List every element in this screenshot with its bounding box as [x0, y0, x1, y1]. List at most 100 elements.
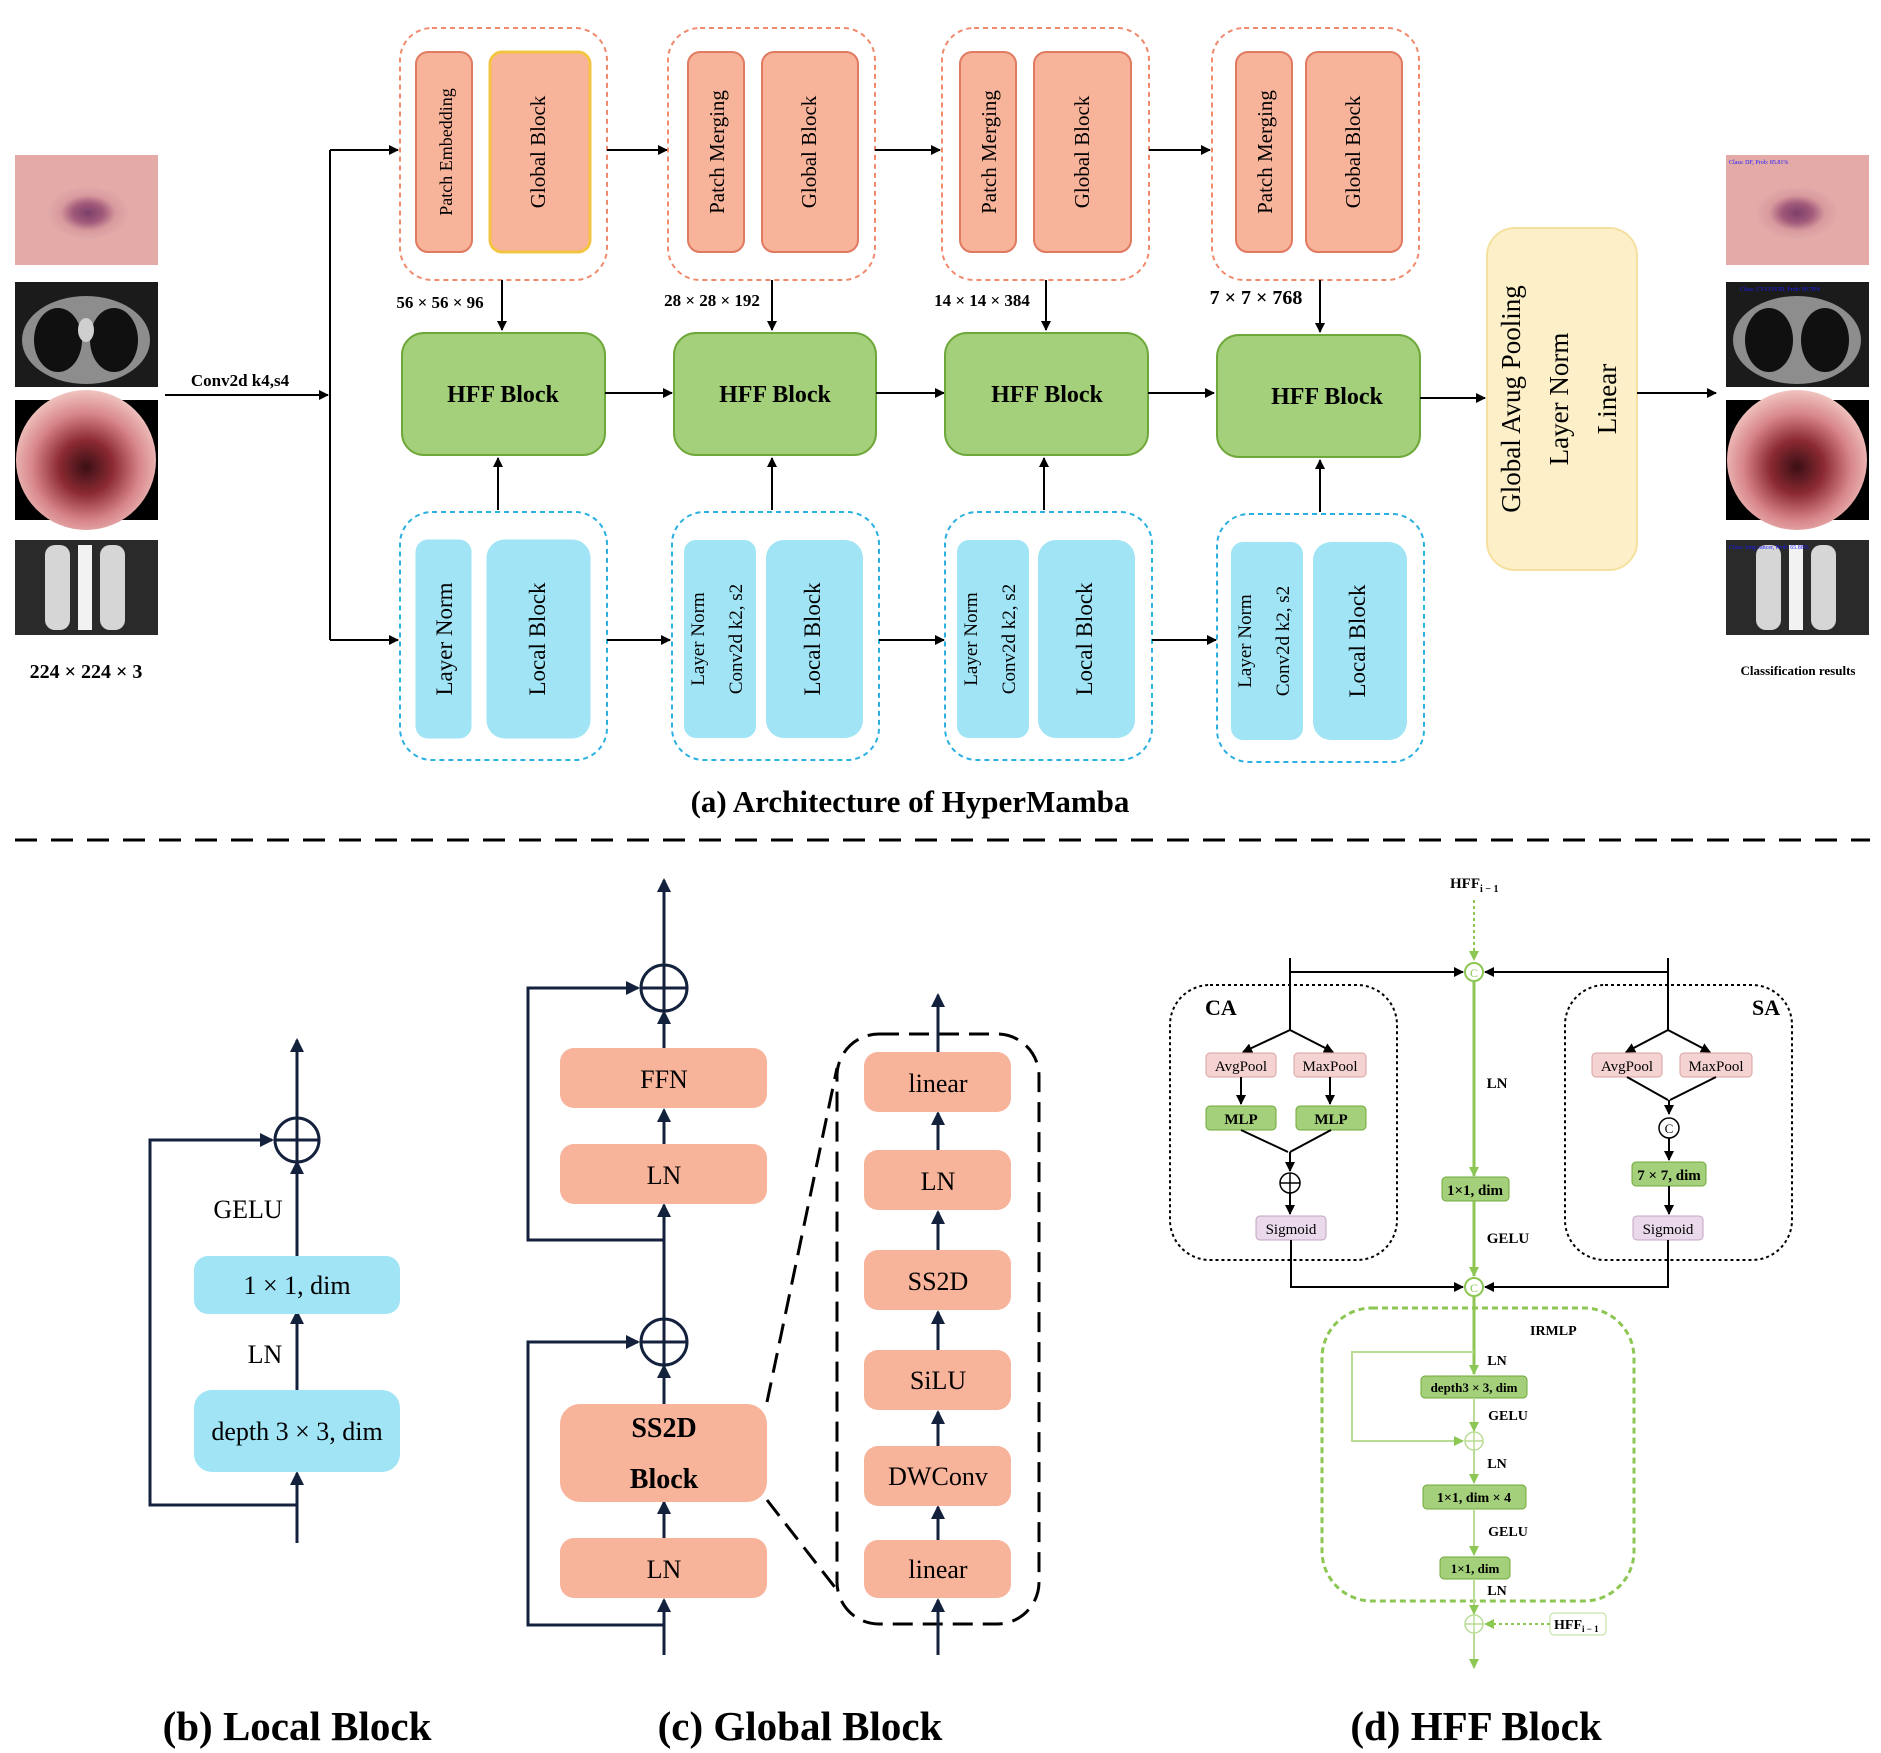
d-irmlp-gelu-2: GELU [1488, 1525, 1528, 1540]
d-hff-prev-top-main: HFF [1450, 876, 1480, 892]
d-ca-mlp-2-label: MLP [1314, 1112, 1347, 1128]
d-hff-prev-top: HFFi − 1 [1450, 876, 1498, 895]
b-gelu-label: GELU [213, 1195, 283, 1224]
c-zoom-line-bottom [765, 1499, 839, 1591]
part-d-caption: (d) HFF Block [1350, 1703, 1602, 1749]
b-conv1x1-label: 1 × 1, dim [243, 1271, 350, 1300]
stage-3-hff-label: HFF Block [991, 382, 1103, 408]
d-ca-merge-left [1240, 1129, 1289, 1153]
result-image-endoscopy [1726, 390, 1869, 530]
d-ca-merge-right [1289, 1129, 1332, 1153]
stage-2-local-label: Local Block [800, 582, 825, 696]
stage-4-local-block [1313, 542, 1407, 740]
d-hff-prev-bottom: HFFi − 1 [1554, 1618, 1599, 1634]
d-ca-mlp-1-label: MLP [1224, 1112, 1257, 1128]
d-sa-concat-label: C [1665, 1121, 1674, 1136]
input-image-xray [15, 540, 158, 635]
stage-3-norm-conv [957, 540, 1029, 738]
c-detail-label-3: SS2D [908, 1267, 969, 1296]
stage-2: Patch Merging Global Block 28 × 28 × 192… [664, 27, 880, 761]
stage-2-global-label: Global Block [797, 95, 821, 208]
results-caption: Classification results [1741, 663, 1856, 678]
d-ca-split-right [1289, 1029, 1334, 1053]
d-sa-split-left [1625, 1029, 1669, 1053]
input-image-ct-chest [15, 282, 158, 387]
input-image-skin [15, 155, 158, 265]
c-detail-label-6: linear [908, 1555, 968, 1584]
c-detail-ss2d [864, 1250, 1011, 1310]
d-right-to-concat [1484, 958, 1669, 977]
c-ln-bottom-box [560, 1538, 767, 1598]
b-residual-path [148, 1133, 297, 1507]
stage-3-local-label: Local Block [1072, 582, 1097, 696]
result-image-xray: Class: lung cancer, Prob: 65.88% [1726, 540, 1869, 635]
d-irmlp-label: IRMLP [1530, 1324, 1577, 1339]
classification-head [1486, 227, 1638, 571]
result-tag-2: Class: CT-COVID, Prob: 90.78% [1740, 287, 1820, 293]
c-ln-top-label: LN [647, 1161, 682, 1190]
c-detail-label-1: linear [908, 1069, 968, 1098]
stage-4-patch-merging [1235, 51, 1293, 253]
c-detail-linear-bottom [864, 1540, 1011, 1598]
head-linear-label: Linear [1592, 364, 1622, 434]
stage-1-hff-label: HFF Block [447, 382, 559, 408]
stage-1-layer-norm [415, 539, 472, 739]
stage-4-local-container [1216, 513, 1425, 763]
c-ln-bottom-label: LN [647, 1555, 682, 1584]
d-ca-avgpool-label: AvgPool [1215, 1059, 1267, 1075]
part-a-caption: (a) Architecture of HyperMamba [691, 784, 1130, 819]
stage-4: Patch Merging Global Block 7 × 7 × 768 H… [1210, 27, 1425, 763]
d-center-gelu-label: GELU [1487, 1231, 1530, 1247]
c-ss2d-label-2: Block [630, 1464, 699, 1495]
stage-2-dims: 28 × 28 × 192 [664, 291, 760, 310]
stage-2-hff-label: HFF Block [719, 382, 831, 408]
d-sa-maxpool-label: MaxPool [1688, 1059, 1743, 1075]
d-sa-label: SA [1752, 995, 1780, 1020]
result-tag-4: Class: lung cancer, Prob: 65.88% [1729, 545, 1809, 551]
d-sa-sigmoid-label: Sigmoid [1643, 1222, 1694, 1238]
d-irmlp-ln-2: LN [1487, 1457, 1506, 1472]
d-concat-bottom-label: C [1470, 1281, 1478, 1295]
result-image-ct-chest: Class: CT-COVID, Prob: 90.78% [1726, 282, 1869, 387]
d-ca-maxpool-label: MaxPool [1302, 1059, 1357, 1075]
c-detail-ln [864, 1150, 1011, 1210]
b-dwconv-label: depth 3 × 3, dim [211, 1417, 382, 1446]
stage-3-local-block [1038, 540, 1135, 738]
stage-4-hff-block [1216, 334, 1421, 458]
stage-4-norm-conv [1231, 542, 1303, 740]
b-ln-label: LN [248, 1340, 283, 1369]
d-left-to-concat [1289, 958, 1464, 977]
architecture-panel: 224 × 224 × 3 Conv2d k4,s4 Patch Embeddi… [15, 27, 1869, 819]
stage-4-local-a2-label: Conv2d k2, s2 [1273, 586, 1294, 696]
d-ca-sigmoid-label: Sigmoid [1266, 1222, 1317, 1238]
b-conv1x1-box [194, 1256, 400, 1314]
stage-2-local-block [766, 540, 863, 738]
d-irmlp-dwconv-label: depth3 × 3, dim [1431, 1380, 1518, 1395]
c-residual-1 [526, 1335, 664, 1627]
c-zoom-line-top [765, 1067, 839, 1403]
stage-2-local-a2-label: Conv2d k2, s2 [726, 584, 747, 694]
stage-2-global-block [761, 51, 859, 253]
d-sa-merge-left [1626, 1076, 1669, 1101]
d-sa-merge-right [1669, 1076, 1717, 1101]
c-ffn-label: FFN [640, 1065, 688, 1094]
stage-2-local-container [671, 511, 880, 761]
stage-2-patch-merging [687, 51, 745, 253]
head-layernorm-label: Layer Norm [1544, 333, 1574, 466]
d-sa-container [1564, 984, 1793, 1261]
stage-1: Patch Embedding Global Block 56 × 56 × 9… [396, 27, 608, 761]
stage-1-global-block [488, 50, 592, 254]
c-ln-top-box [560, 1144, 767, 1204]
stage-2-merge-label: Patch Merging [705, 90, 729, 214]
stage-4-hff-label: HFF Block [1271, 384, 1383, 410]
d-concat-top-label: C [1470, 966, 1478, 980]
part-b-caption: (b) Local Block [163, 1703, 432, 1749]
c-detail-dwconv [864, 1446, 1011, 1506]
d-hff-prev-bottom-sub: i − 1 [1582, 1624, 1599, 1634]
stage-4-global-block [1305, 51, 1403, 253]
conv-stem-label: Conv2d k4,s4 [191, 371, 290, 390]
d-sa-output [1484, 1240, 1669, 1292]
c-detail-linear-top [864, 1052, 1011, 1112]
d-center-ln-label: LN [1487, 1076, 1508, 1092]
d-ca-split-left [1242, 1029, 1291, 1053]
